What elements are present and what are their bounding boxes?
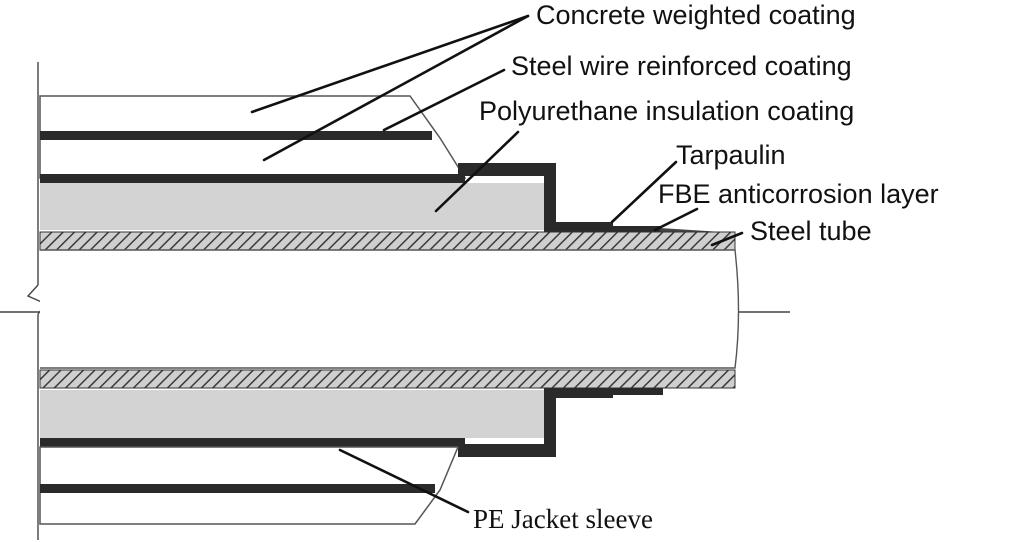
pe-jacket-bottom	[40, 438, 465, 447]
tarpaulin-end-cap-top	[458, 163, 613, 232]
label-polyurethane-insulation-coating: Polyurethane insulation coating	[479, 96, 854, 126]
label-steel-tube: Steel tube	[750, 216, 872, 246]
steel-tube-bottom	[39, 369, 736, 389]
leader-concrete-1	[250, 14, 530, 114]
steel-wire-layer-bottom	[40, 484, 435, 493]
leader-tarpaulin	[610, 160, 678, 224]
pe-jacket-top	[40, 174, 465, 183]
leader-polyurethane	[434, 130, 520, 213]
polyurethane-foam-top	[40, 183, 552, 230]
leader-steel-tube	[710, 231, 744, 247]
leader-concrete-2	[262, 14, 530, 162]
label-tarpaulin: Tarpaulin	[676, 140, 786, 170]
leader-steel-wire	[382, 68, 506, 132]
label-pe-jacket-sleeve: PE Jacket sleeve	[473, 504, 653, 534]
leader-fbe	[653, 207, 699, 232]
label-concrete-weighted-coating: Concrete weighted coating	[536, 0, 856, 30]
steel-tube-top	[39, 231, 736, 251]
label-fbe-anticorrosion-layer: FBE anticorrosion layer	[658, 179, 939, 209]
label-steel-wire-reinforced-coating: Steel wire reinforced coating	[511, 51, 852, 81]
leader-pe-jacket	[338, 448, 470, 514]
polyurethane-foam-bottom	[40, 390, 552, 438]
fbe-layer-bottom	[613, 388, 663, 395]
leader-lines	[250, 14, 744, 514]
steel-wire-layer-top	[40, 131, 432, 140]
tarpaulin-end-cap-bottom	[458, 388, 613, 457]
pipe-bore	[40, 249, 740, 369]
